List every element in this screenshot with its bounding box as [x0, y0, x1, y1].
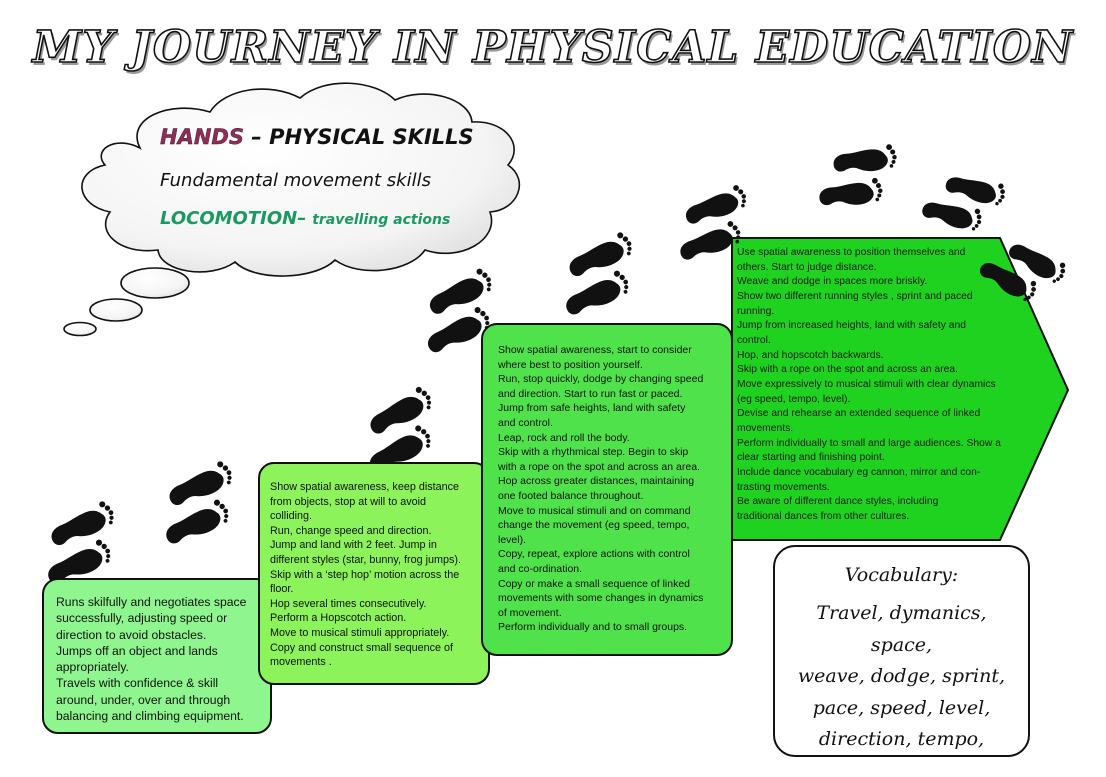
vocabulary-line: direction, tempo, [818, 728, 985, 750]
stage1-line: Jumps off an object and lands [56, 643, 218, 658]
page-title: MY JOURNEY IN PHYSICAL EDUCATION [32, 21, 1074, 74]
stage4-line: Use spatial awareness to position themse… [737, 247, 966, 258]
stage3-line: and direction. Start to run fast or pace… [498, 387, 683, 400]
footprint-pair-icon [29, 499, 134, 591]
stage4-line: control. [737, 334, 771, 346]
footprint-pair-icon [812, 143, 904, 211]
stage2-box: Show spatial awareness, keep distance fr… [258, 462, 490, 685]
stage2-line: Show spatial awareness, keep distance [270, 481, 460, 493]
stage4-line: clear starting and finishing point. [737, 452, 885, 464]
stage3-line: Run, stop quickly, dodge by changing spe… [498, 373, 704, 386]
stage3-line: change the movement (eg speed, tempo, [498, 519, 690, 532]
fundamental-skills-label: Fundamental movement skills [160, 170, 431, 191]
stage4-line: Move expressively to musical stimuli wit… [737, 378, 996, 390]
stage3-line: Perform individually and to small groups… [498, 621, 688, 634]
stage3-line: level). [498, 533, 527, 546]
stage1-line: Runs skilfully and negotiates space [56, 595, 247, 609]
stage1-line: Travels with confidence & skill [56, 676, 219, 691]
stage3-box: Show spatial awareness, start to conside… [481, 323, 733, 656]
vocabulary-line: pace, speed, level, [812, 696, 991, 719]
stage2-line: Perform a Hopscotch action. [270, 612, 407, 625]
stage3-line: and control. [498, 416, 553, 429]
stage3-line: Jump from safe heights, land with safety [498, 402, 686, 415]
stage4-text: Use spatial awareness to position themse… [737, 246, 1001, 524]
footprint-pair-icon [920, 171, 1006, 235]
vocabulary-box: Vocabulary: Travel, dymanics, space, wea… [773, 545, 1030, 757]
travelling-actions-label: travelling actions [312, 212, 451, 228]
locomotion-heading: LOCOMOTION– travelling actions [160, 208, 450, 229]
stage3-line: one footed balance throughout. [498, 489, 644, 502]
stage4-line: Perform individually to small and large … [737, 437, 1001, 449]
stage2-line: Copy and construct small sequence of [270, 641, 454, 654]
stage2-line: different styles (star, bunny, frog jump… [270, 553, 462, 566]
stage1-line: successfully, adjusting speed or [56, 611, 228, 626]
vocabulary-words: Travel, dymanics, space, weave, dodge, s… [775, 598, 1028, 756]
stage4-line: Show two different running styles , spri… [737, 290, 973, 302]
physical-skills-label: – PHYSICAL SKILLS [243, 125, 474, 149]
stage3-line: with a rope on the spot and across an ar… [498, 460, 700, 473]
stage3-line: Skip with a rhythmical step. Begin to sk… [498, 446, 689, 459]
stage1-line: around, under, over and through [56, 692, 231, 707]
vocabulary-line: Travel, dymanics, space, [816, 602, 987, 656]
stage3-line: Copy or make a small sequence of linked [498, 577, 691, 590]
vocabulary-line: weave, dodge, sprint, [797, 665, 1006, 687]
stage4-line: Skip with a rope on the spot and across … [737, 364, 958, 376]
stage3-line: Copy, repeat, explore actions with contr… [498, 548, 690, 561]
stage2-line: floor. [270, 583, 294, 596]
stage3-line: Leap, rock and roll the body. [498, 431, 630, 444]
hands-label: HANDS [160, 125, 244, 149]
stage3-line: Move to musical stimuli and on command [498, 504, 691, 517]
stage4-line: trasting movements. [737, 481, 830, 493]
stage4-line: (eg speed, tempo, level). [737, 393, 851, 405]
thought-cloud [63, 82, 521, 337]
stage2-line: Run, change speed and direction. [270, 524, 432, 537]
stage4-line: Devise and rehearse an extended sequence… [737, 408, 981, 420]
locomotion-label: LOCOMOTION– [160, 208, 307, 229]
stage4-line: Jump from increased heights, land with s… [737, 320, 966, 332]
stage4-line: movements. [737, 422, 794, 434]
stage3-line: movements with some changes in dynamics [498, 592, 704, 605]
footprint-pair-icon [147, 459, 252, 551]
stage4-line: traditional dances from other cultures. [737, 510, 910, 522]
stage4-line: Weave and dodge in spaces more briskly. [737, 276, 928, 288]
stage3-line: and co-ordination. [498, 562, 583, 575]
stage2-line: Hop several times consecutively. [270, 597, 427, 610]
stage1-line: appropriately. [56, 660, 129, 675]
stage3-line: where best to position yourself. [498, 358, 643, 371]
stage2-line: from objects, stop at will to avoid [270, 495, 427, 508]
stage2-line: movements . [270, 656, 332, 669]
stage2-line: colliding. [270, 510, 313, 523]
stage1-line: direction to avoid obstacles. [56, 627, 207, 642]
stage3-line: of movement. [498, 606, 562, 619]
stage1-line: balancing and climbing equipment. [56, 709, 244, 724]
cloud-heading: HANDS – PHYSICAL SKILLS [160, 125, 474, 149]
stage1-box: Runs skilfully and negotiates space succ… [42, 578, 272, 734]
footprint-pair-icon [547, 230, 652, 322]
stage2-line: Move to musical stimuli appropriately. [270, 626, 450, 639]
stage2-line: Skip with a ‘step hop’ motion across the [270, 568, 460, 581]
stage4-line: running. [737, 305, 775, 317]
stage3-line: Hop across greater distances, maintainin… [498, 475, 695, 488]
stage4-line: Include dance vocabulary eg cannon, mirr… [737, 466, 981, 478]
vocabulary-title: Vocabulary: [844, 564, 959, 586]
stage4-line: Be aware of different dance styles, incl… [737, 496, 939, 508]
stage3-line: Show spatial awareness, start to conside… [498, 344, 692, 356]
stage2-line: Jump and land with 2 feet. Jump in [270, 539, 437, 552]
stage4-line: Hop, and hopscotch backwards. [737, 349, 884, 361]
stage4-line: others. Start to judge distance. [737, 261, 877, 273]
